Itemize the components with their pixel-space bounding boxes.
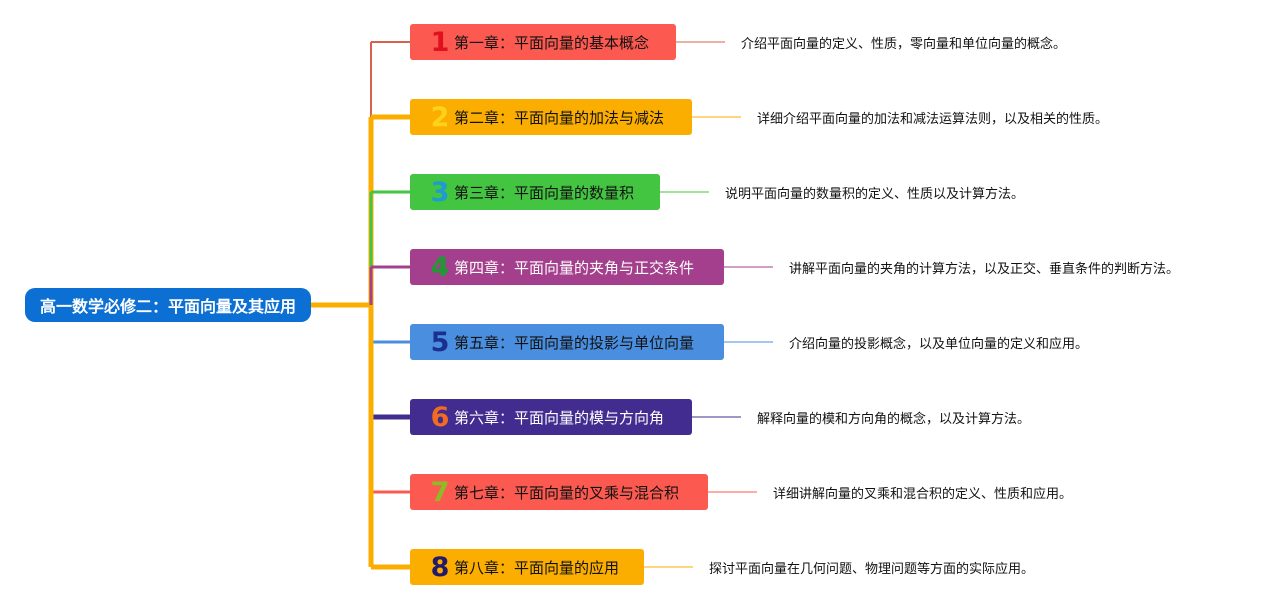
chapter-title: 第六章：平面向量的模与方向角	[454, 408, 665, 427]
chapter-title: 第八章：平面向量的应用	[454, 558, 620, 577]
chapter-number: 2	[430, 101, 450, 133]
chapter-6-description: 解释向量的模和方向角的概念，以及计算方法。	[757, 411, 1031, 427]
chapter-title: 第二章：平面向量的加法与减法	[454, 108, 665, 127]
chapter-number: 8	[430, 551, 450, 583]
chapter-number: 1	[430, 26, 450, 58]
chapter-number: 3	[430, 176, 450, 208]
root-topic[interactable]: 高一数学必修二：平面向量及其应用	[25, 288, 311, 322]
chapter-title: 第七章：平面向量的叉乘与混合积	[454, 483, 680, 502]
chapter-number: 6	[430, 401, 450, 433]
chapter-1-description: 介绍平面向量的定义、性质，零向量和单位向量的概念。	[741, 36, 1067, 52]
chapter-title: 第三章：平面向量的数量积	[454, 183, 635, 202]
chapter-number: 4	[430, 251, 450, 283]
chapter-title: 第五章：平面向量的投影与单位向量	[454, 333, 695, 352]
chapter-title: 第四章：平面向量的夹角与正交条件	[454, 258, 695, 277]
chapter-5-description: 介绍向量的投影概念，以及单位向量的定义和应用。	[789, 336, 1089, 352]
chapter-3-description: 说明平面向量的数量积的定义、性质以及计算方法。	[725, 186, 1025, 202]
chapter-2-description: 详细介绍平面向量的加法和减法运算法则，以及相关的性质。	[757, 111, 1109, 127]
chapter-number: 7	[430, 476, 450, 508]
chapter-number: 5	[430, 326, 450, 358]
chapter-7-description: 详细讲解向量的叉乘和混合积的定义、性质和应用。	[773, 486, 1073, 502]
chapter-8-description: 探讨平面向量在几何问题、物理问题等方面的实际应用。	[709, 561, 1035, 577]
chapter-title: 第一章：平面向量的基本概念	[454, 33, 650, 52]
root-topic-label: 高一数学必修二：平面向量及其应用	[39, 297, 296, 316]
chapter-4-description: 讲解平面向量的夹角的计算方法，以及正交、垂直条件的判断方法。	[789, 261, 1180, 277]
